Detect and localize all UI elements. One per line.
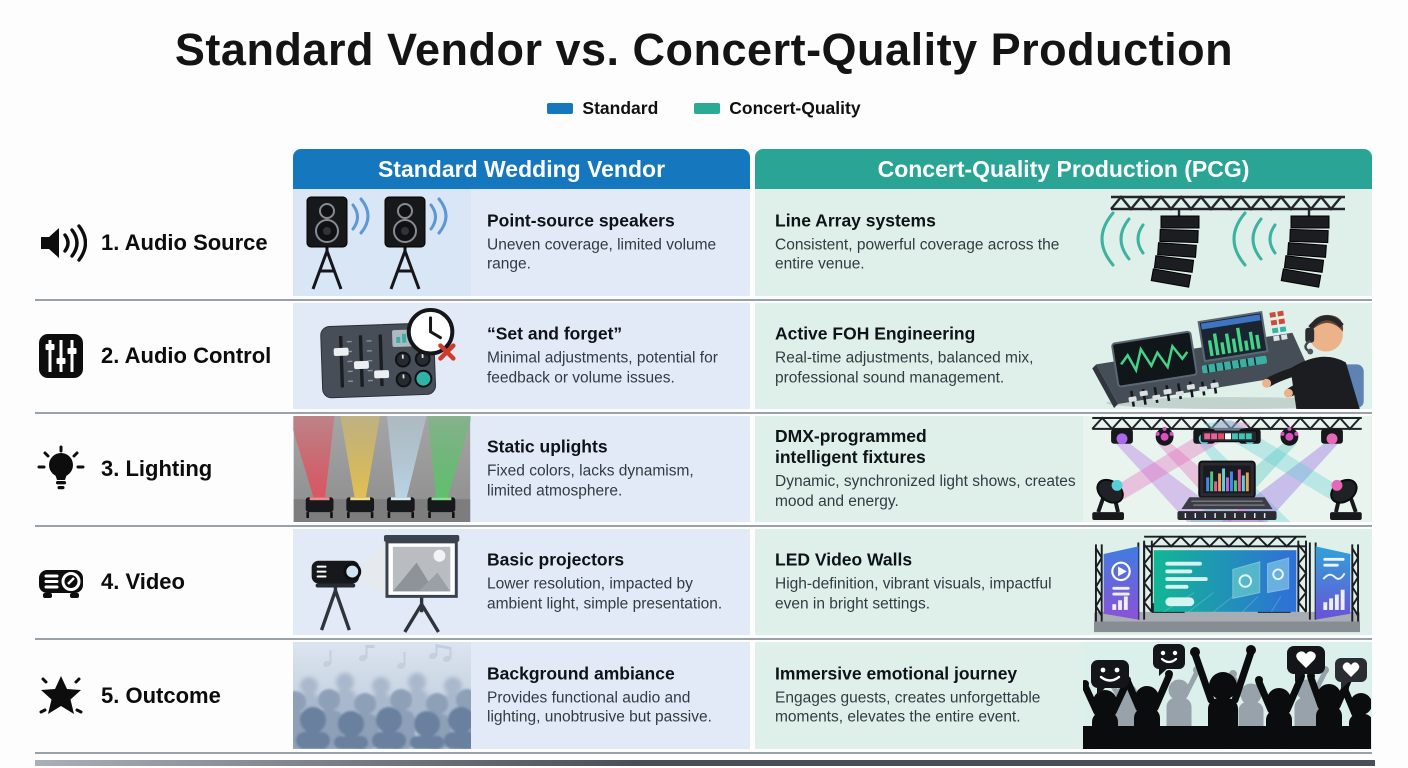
speakers-on-tripods-illustration xyxy=(293,189,471,296)
table-row: 3. Lighting xyxy=(35,416,1372,522)
concert-color-swatch xyxy=(694,103,721,114)
standard-heading: Basic projectors xyxy=(487,549,625,570)
column-header-standard: Standard Wedding Vendor xyxy=(293,149,750,189)
row-divider xyxy=(35,412,1372,414)
passive-crowd-with-music-notes-illustration xyxy=(293,642,471,749)
standard-heading: “Set and forget” xyxy=(487,323,623,344)
legend-concert-label: Concert-Quality xyxy=(729,98,861,118)
standard-cell-audio-control: “Set and forget” Minimal adjustments, po… xyxy=(293,303,750,409)
row-label-audio-source: 1. Audio Source xyxy=(35,189,287,296)
table-row: 2. Audio Control xyxy=(35,303,1372,409)
row-divider xyxy=(35,525,1372,527)
concert-cell-video: LED Video Walls High-definition, vibrant… xyxy=(755,529,1372,635)
concert-heading: LED Video Walls xyxy=(775,549,913,570)
concert-heading: Active FOH Engineering xyxy=(775,323,976,344)
row-label-text: 4. Video xyxy=(101,569,185,594)
projector-icon xyxy=(39,570,83,598)
projector-and-screen-illustration xyxy=(293,529,471,635)
row-divider xyxy=(35,638,1372,640)
standard-heading: Point-source speakers xyxy=(487,210,675,231)
row-label-text: 3. Lighting xyxy=(101,456,213,481)
small-mixer-with-clock-illustration xyxy=(293,303,471,409)
standard-body: Provides functional audio and lighting, … xyxy=(487,689,712,726)
concert-body: High-definition, vibrant visuals, impact… xyxy=(775,575,1052,613)
row-label-video: 4. Video xyxy=(35,529,287,635)
row-divider xyxy=(35,752,1372,754)
mixer-icon xyxy=(39,334,83,378)
star-icon xyxy=(39,675,83,714)
concert-heading: Line Array systems xyxy=(775,210,936,231)
standard-body: Lower resolution, impacted by ambient li… xyxy=(487,575,723,613)
standard-body: Uneven coverage, limited volume range. xyxy=(487,236,717,273)
row-label-text: 5. Outcome xyxy=(101,682,221,708)
table-row: 5. Outcome xyxy=(35,642,1372,749)
row-label-text: 1. Audio Source xyxy=(101,229,268,255)
concert-body: Real-time adjustments, balanced mix, pro… xyxy=(775,349,1034,387)
legend: Standard Concert-Quality xyxy=(0,98,1408,119)
standard-cell-outcome: Background ambiance Provides functional … xyxy=(293,642,750,749)
table-row: 4. Video xyxy=(35,529,1372,635)
standard-cell-audio-source: Point-source speakers Uneven coverage, l… xyxy=(293,189,750,296)
row-label-lighting: 3. Lighting xyxy=(35,416,287,522)
led-video-wall-stage-illustration xyxy=(1083,529,1371,635)
legend-standard-label: Standard xyxy=(582,98,659,118)
concert-cell-audio-source: Line Array systems Consistent, powerful … xyxy=(755,189,1372,296)
cheering-crowd-with-reactions-illustration xyxy=(1083,642,1371,749)
page-title: Standard Vendor vs. Concert-Quality Prod… xyxy=(174,24,1234,75)
concert-body: Consistent, powerful coverage across the… xyxy=(775,236,1060,273)
standard-cell-video: Basic projectors Lower resolution, impac… xyxy=(293,529,750,635)
moving-head-light-show-illustration xyxy=(1083,416,1371,522)
concert-heading: Immersive emotional journey xyxy=(775,663,1018,684)
row-label-outcome: 5. Outcome xyxy=(35,642,287,749)
bottom-edge-band xyxy=(35,760,1375,766)
column-header-concert: Concert-Quality Production (PCG) xyxy=(755,149,1372,189)
standard-cell-lighting: Static uplights Fixed colors, lacks dyna… xyxy=(293,416,750,522)
standard-heading: Background ambiance xyxy=(487,663,675,684)
row-divider xyxy=(35,299,1372,301)
legend-item-concert: Concert-Quality xyxy=(694,98,861,119)
concert-cell-audio-control: Active FOH Engineering Real-time adjustm… xyxy=(755,303,1372,409)
concert-heading: DMX-programmed intelligent fixtures xyxy=(775,426,927,468)
row-label-audio-control: 2. Audio Control xyxy=(35,303,287,409)
four-static-uplights-illustration xyxy=(293,416,471,522)
concert-body: Dynamic, synchronized light shows, creat… xyxy=(775,473,1076,510)
table-row: 1. Audio Source xyxy=(35,189,1372,296)
lightbulb-icon xyxy=(37,445,85,490)
standard-heading: Static uplights xyxy=(487,436,608,457)
foh-engineer-at-console-illustration xyxy=(1083,303,1371,409)
concert-cell-lighting: DMX-programmed intelligent fixtures Dyna… xyxy=(755,416,1372,522)
speaker-icon xyxy=(41,223,87,262)
standard-body: Minimal adjustments, potential for feedb… xyxy=(487,349,718,387)
line-array-on-truss-illustration xyxy=(1083,189,1371,296)
concert-body: Engages guests, creates unforgettable mo… xyxy=(775,689,1041,726)
concert-cell-outcome: Immersive emotional journey Engages gues… xyxy=(755,642,1372,749)
legend-item-standard: Standard xyxy=(547,98,658,119)
standard-color-swatch xyxy=(547,103,574,114)
row-label-text: 2. Audio Control xyxy=(101,343,272,368)
standard-body: Fixed colors, lacks dynamism, limited at… xyxy=(487,462,694,500)
